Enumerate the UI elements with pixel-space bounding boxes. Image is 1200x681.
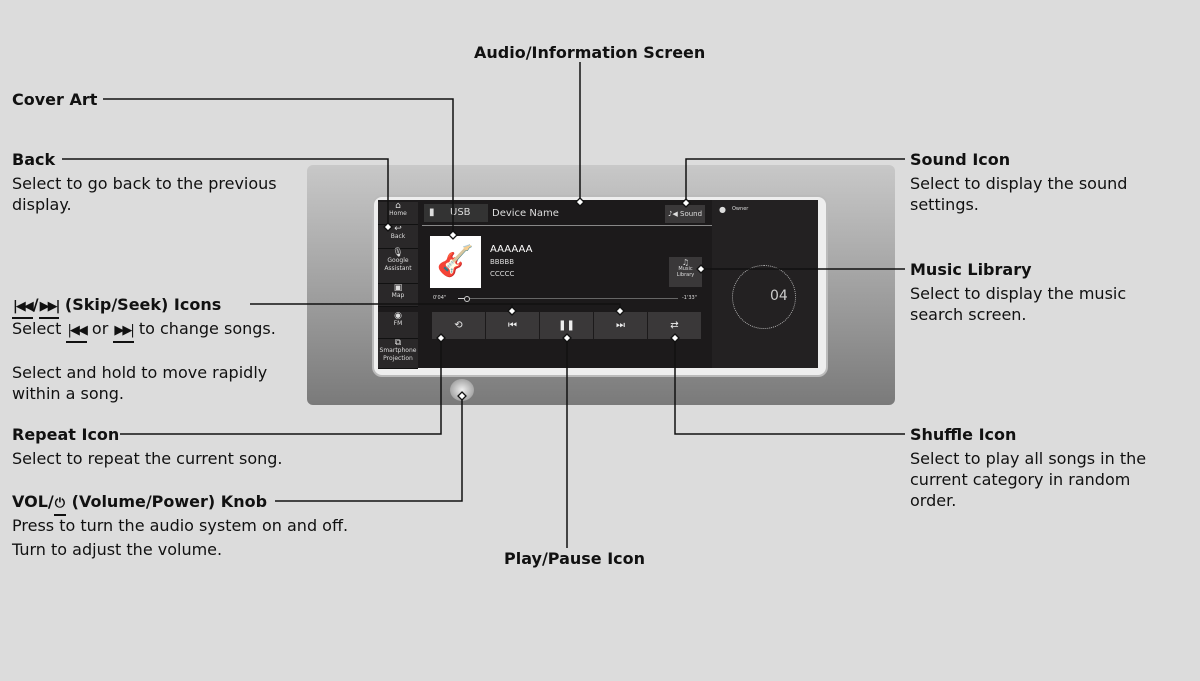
owner-label: Owner	[732, 206, 749, 212]
repeat-icon: ⟲	[454, 320, 463, 331]
label: Back	[390, 233, 406, 240]
skip-desc2: Select and hold to move rapidly within a…	[12, 363, 268, 403]
label: Sound	[680, 210, 703, 218]
power-icon: ⏻	[53, 493, 67, 516]
shuffle-icon: ⇄	[670, 320, 679, 331]
volume-knob[interactable]	[450, 379, 474, 401]
sound-button[interactable]: ♪◀ Sound	[665, 205, 705, 223]
label: Home	[389, 210, 407, 217]
skip-back-button[interactable]: ⏮	[486, 312, 539, 339]
cover-art-title: Cover Art	[12, 90, 98, 109]
t2: or	[91, 319, 109, 338]
shuffle-desc: Select to play all songs in the current …	[910, 449, 1147, 510]
vol-title: VOL/⏻ (Volume/Power) Knob	[12, 491, 267, 516]
skip-title: |◀◀/▶▶| (Skip/Seek) Icons	[12, 294, 221, 319]
t3: to change songs.	[138, 319, 276, 338]
library-desc: Select to display the music search scree…	[910, 284, 1127, 324]
label: Music Library	[676, 266, 695, 278]
cover-art: 🎸	[430, 236, 481, 288]
sidebar-google-assistant[interactable]: 🎙Google Assistant	[378, 249, 418, 284]
skip-forward-icon: ▶▶|	[38, 296, 60, 319]
back-title: Back	[12, 150, 56, 169]
vol-desc2: Turn to adjust the volume.	[12, 540, 223, 559]
skip-desc: Select |◀◀ or ▶▶| to change songs.	[12, 318, 282, 343]
clock-digits: 04	[770, 288, 788, 304]
analog-clock	[732, 265, 796, 329]
skip-back-icon: ⏮	[508, 320, 517, 331]
progress-bar[interactable]	[458, 296, 678, 302]
back-desc: Select to go back to the previous displa…	[12, 174, 277, 214]
skip-forward-icon: ▶▶|	[113, 320, 135, 343]
label: Google Assistant	[384, 257, 412, 272]
track-artist: BBBBB	[490, 258, 515, 266]
vol-desc1: Press to turn the audio system on and of…	[12, 516, 349, 535]
sidebar-map[interactable]: ▣Map	[378, 284, 418, 307]
sound-title: Sound Icon	[910, 150, 1011, 169]
device-name: Device Name	[492, 208, 559, 219]
sound-icon: ♪◀	[667, 210, 681, 218]
t1: VOL/	[12, 492, 54, 511]
music-library-button[interactable]: ♫Music Library	[669, 257, 702, 287]
music-library-icon: ♫	[681, 258, 690, 267]
repeat-desc: Select to repeat the current song.	[12, 449, 283, 468]
play-title: Play/Pause Icon	[504, 549, 646, 568]
label: (Skip/Seek) Icons	[64, 295, 222, 314]
skip-back-icon: |◀◀	[66, 320, 88, 343]
sound-desc: Select to display the sound settings.	[910, 174, 1128, 214]
sidebar-fm[interactable]: ◉FM	[378, 312, 418, 339]
track-album: CCCCC	[490, 270, 515, 278]
source-label: USB	[450, 207, 471, 218]
shuffle-title: Shuffle Icon	[910, 425, 1017, 444]
source-tab[interactable]: ▮ USB	[424, 204, 488, 222]
sep: /	[32, 295, 39, 314]
remaining-time: -1'33"	[682, 295, 698, 301]
library-title: Music Library	[910, 260, 1032, 279]
elapsed-time: 0'04"	[433, 295, 447, 301]
right-panel: ● Owner 04	[712, 200, 818, 368]
t2: (Volume/Power) Knob	[71, 492, 268, 511]
screen-title: Audio/Information Screen	[474, 43, 706, 62]
skip-back-icon: |◀◀	[12, 296, 34, 319]
divider	[422, 225, 712, 226]
label: Smartphone Projection	[379, 347, 417, 362]
skip-forward-icon: ⏭	[616, 320, 625, 331]
back-button[interactable]: ↩Back	[378, 225, 418, 249]
label: Map	[391, 292, 405, 299]
skip-forward-button[interactable]: ⏭	[594, 312, 647, 339]
t1: Select	[12, 319, 62, 338]
repeat-title: Repeat Icon	[12, 425, 120, 444]
usb-icon: ▮	[429, 207, 435, 218]
sidebar-smartphone-projection[interactable]: ⧉Smartphone Projection	[378, 339, 418, 369]
label: FM	[393, 320, 403, 327]
track-title: AAAAAA	[490, 244, 533, 255]
pause-icon: ❚❚	[558, 320, 575, 331]
owner-icon: ●	[719, 205, 726, 214]
